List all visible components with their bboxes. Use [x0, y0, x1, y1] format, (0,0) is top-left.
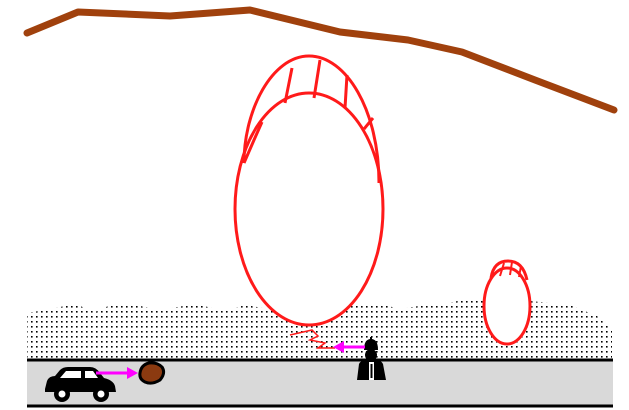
large-cavity	[235, 56, 383, 325]
small-cavity-void	[484, 268, 530, 344]
small-cavity	[484, 261, 530, 344]
road-surface	[27, 360, 613, 405]
large-cavity-lower-void	[235, 93, 383, 325]
rock-debris-icon	[140, 363, 164, 383]
